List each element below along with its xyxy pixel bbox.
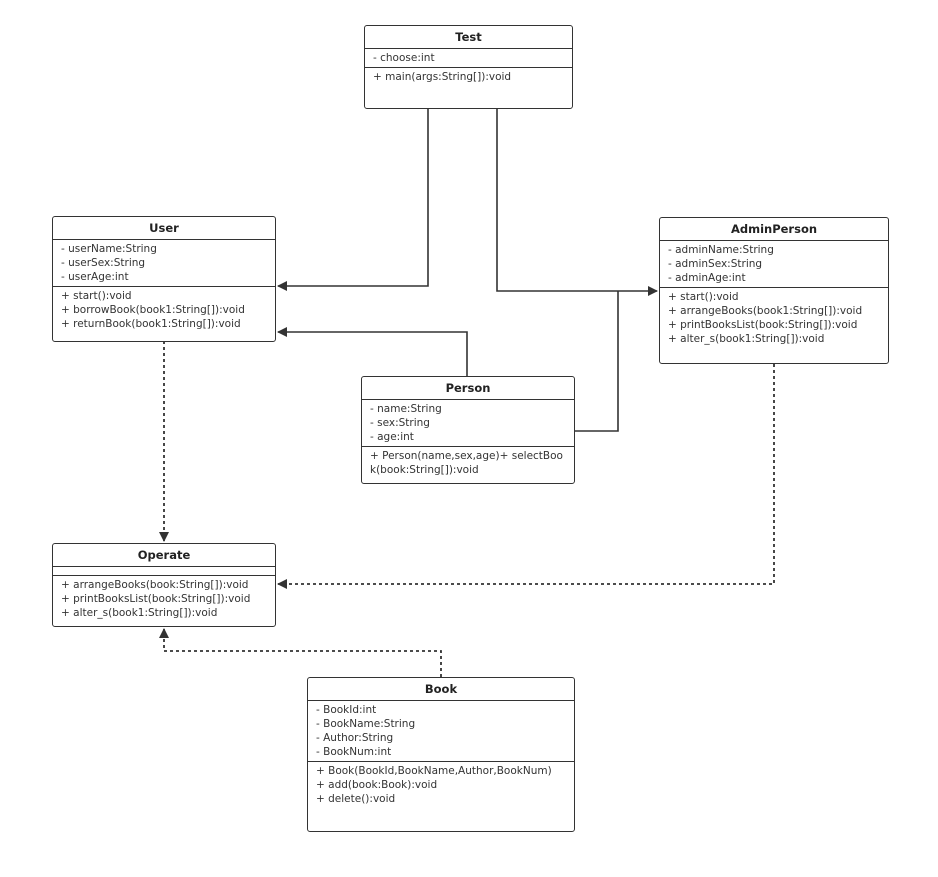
method: + Book(BookId,BookName,Author,BookNum) xyxy=(316,765,552,777)
attribute: - userAge:int xyxy=(61,271,129,283)
class-user[interactable]: User - userName:String - userSex:String … xyxy=(52,216,276,342)
method: + alter_s(book1:String[]):void xyxy=(668,333,825,345)
attribute: - choose:int xyxy=(373,52,435,64)
class-person-attributes: - name:String - sex:String - age:int xyxy=(362,400,574,447)
class-admin-person-name: AdminPerson xyxy=(660,218,888,241)
class-book-name: Book xyxy=(308,678,574,701)
method: + Person(name,sex,age)+ selectBook(book:… xyxy=(370,450,563,476)
class-user-methods: + start():void + borrowBook(book1:String… xyxy=(53,287,275,333)
class-user-name: User xyxy=(53,217,275,240)
method: + printBooksList(book:String[]):void xyxy=(668,319,858,331)
attribute: - Author:String xyxy=(316,732,394,744)
attribute: - adminAge:int xyxy=(668,272,746,284)
class-test-attributes: - choose:int xyxy=(365,49,572,68)
class-operate-attributes xyxy=(53,567,275,576)
attribute: - BookNum:int xyxy=(316,746,392,758)
attribute: - age:int xyxy=(370,431,414,443)
class-test-methods: + main(args:String[]):void xyxy=(365,68,572,86)
method: + delete():void xyxy=(316,793,396,805)
method: + arrangeBooks(book:String[]):void xyxy=(61,579,249,591)
attribute: - adminSex:String xyxy=(668,258,763,270)
method: + alter_s(book1:String[]):void xyxy=(61,607,218,619)
class-test-name: Test xyxy=(365,26,572,49)
class-person-name: Person xyxy=(362,377,574,400)
class-test[interactable]: Test - choose:int + main(args:String[]):… xyxy=(364,25,573,109)
attribute: - userName:String xyxy=(61,243,157,255)
class-operate-methods: + arrangeBooks(book:String[]):void + pri… xyxy=(53,576,275,622)
attribute: - sex:String xyxy=(370,417,430,429)
edge-test-to-admin xyxy=(496,108,658,296)
edge-person-to-admin xyxy=(575,291,619,432)
class-operate[interactable]: Operate + arrangeBooks(book:String[]):vo… xyxy=(52,543,276,627)
class-admin-person-attributes: - adminName:String - adminSex:String - a… xyxy=(660,241,888,288)
attribute: - name:String xyxy=(370,403,442,415)
attribute: - adminName:String xyxy=(668,244,774,256)
method: + returnBook(book1:String[]):void xyxy=(61,318,241,330)
class-admin-person[interactable]: AdminPerson - adminName:String - adminSe… xyxy=(659,217,889,364)
class-person[interactable]: Person - name:String - sex:String - age:… xyxy=(361,376,575,484)
method: + printBooksList(book:String[]):void xyxy=(61,593,251,605)
edge-person-to-user xyxy=(277,327,468,377)
attribute: - BookName:String xyxy=(316,718,416,730)
class-user-attributes: - userName:String - userSex:String - use… xyxy=(53,240,275,287)
method: + borrowBook(book1:String[]):void xyxy=(61,304,245,316)
class-admin-person-methods: + start():void + arrangeBooks(book1:Stri… xyxy=(660,288,888,348)
attribute: - userSex:String xyxy=(61,257,146,269)
method: + start():void xyxy=(668,291,739,303)
class-book-methods: + Book(BookId,BookName,Author,BookNum) +… xyxy=(308,762,574,808)
method: + start():void xyxy=(61,290,132,302)
class-book-attributes: - BookId:int - BookName:String - Author:… xyxy=(308,701,574,762)
class-operate-name: Operate xyxy=(53,544,275,567)
class-book[interactable]: Book - BookId:int - BookName:String - Au… xyxy=(307,677,575,832)
method: + add(book:Book):void xyxy=(316,779,438,791)
edge-test-to-user xyxy=(277,108,429,291)
edge-book-to-operate xyxy=(159,628,442,677)
method: + arrangeBooks(book1:String[]):void xyxy=(668,305,863,317)
class-person-methods: + Person(name,sex,age)+ selectBook(book:… xyxy=(362,447,574,479)
method: + main(args:String[]):void xyxy=(373,71,512,83)
attribute: - BookId:int xyxy=(316,704,377,716)
edge-admin-to-operate xyxy=(277,364,775,589)
